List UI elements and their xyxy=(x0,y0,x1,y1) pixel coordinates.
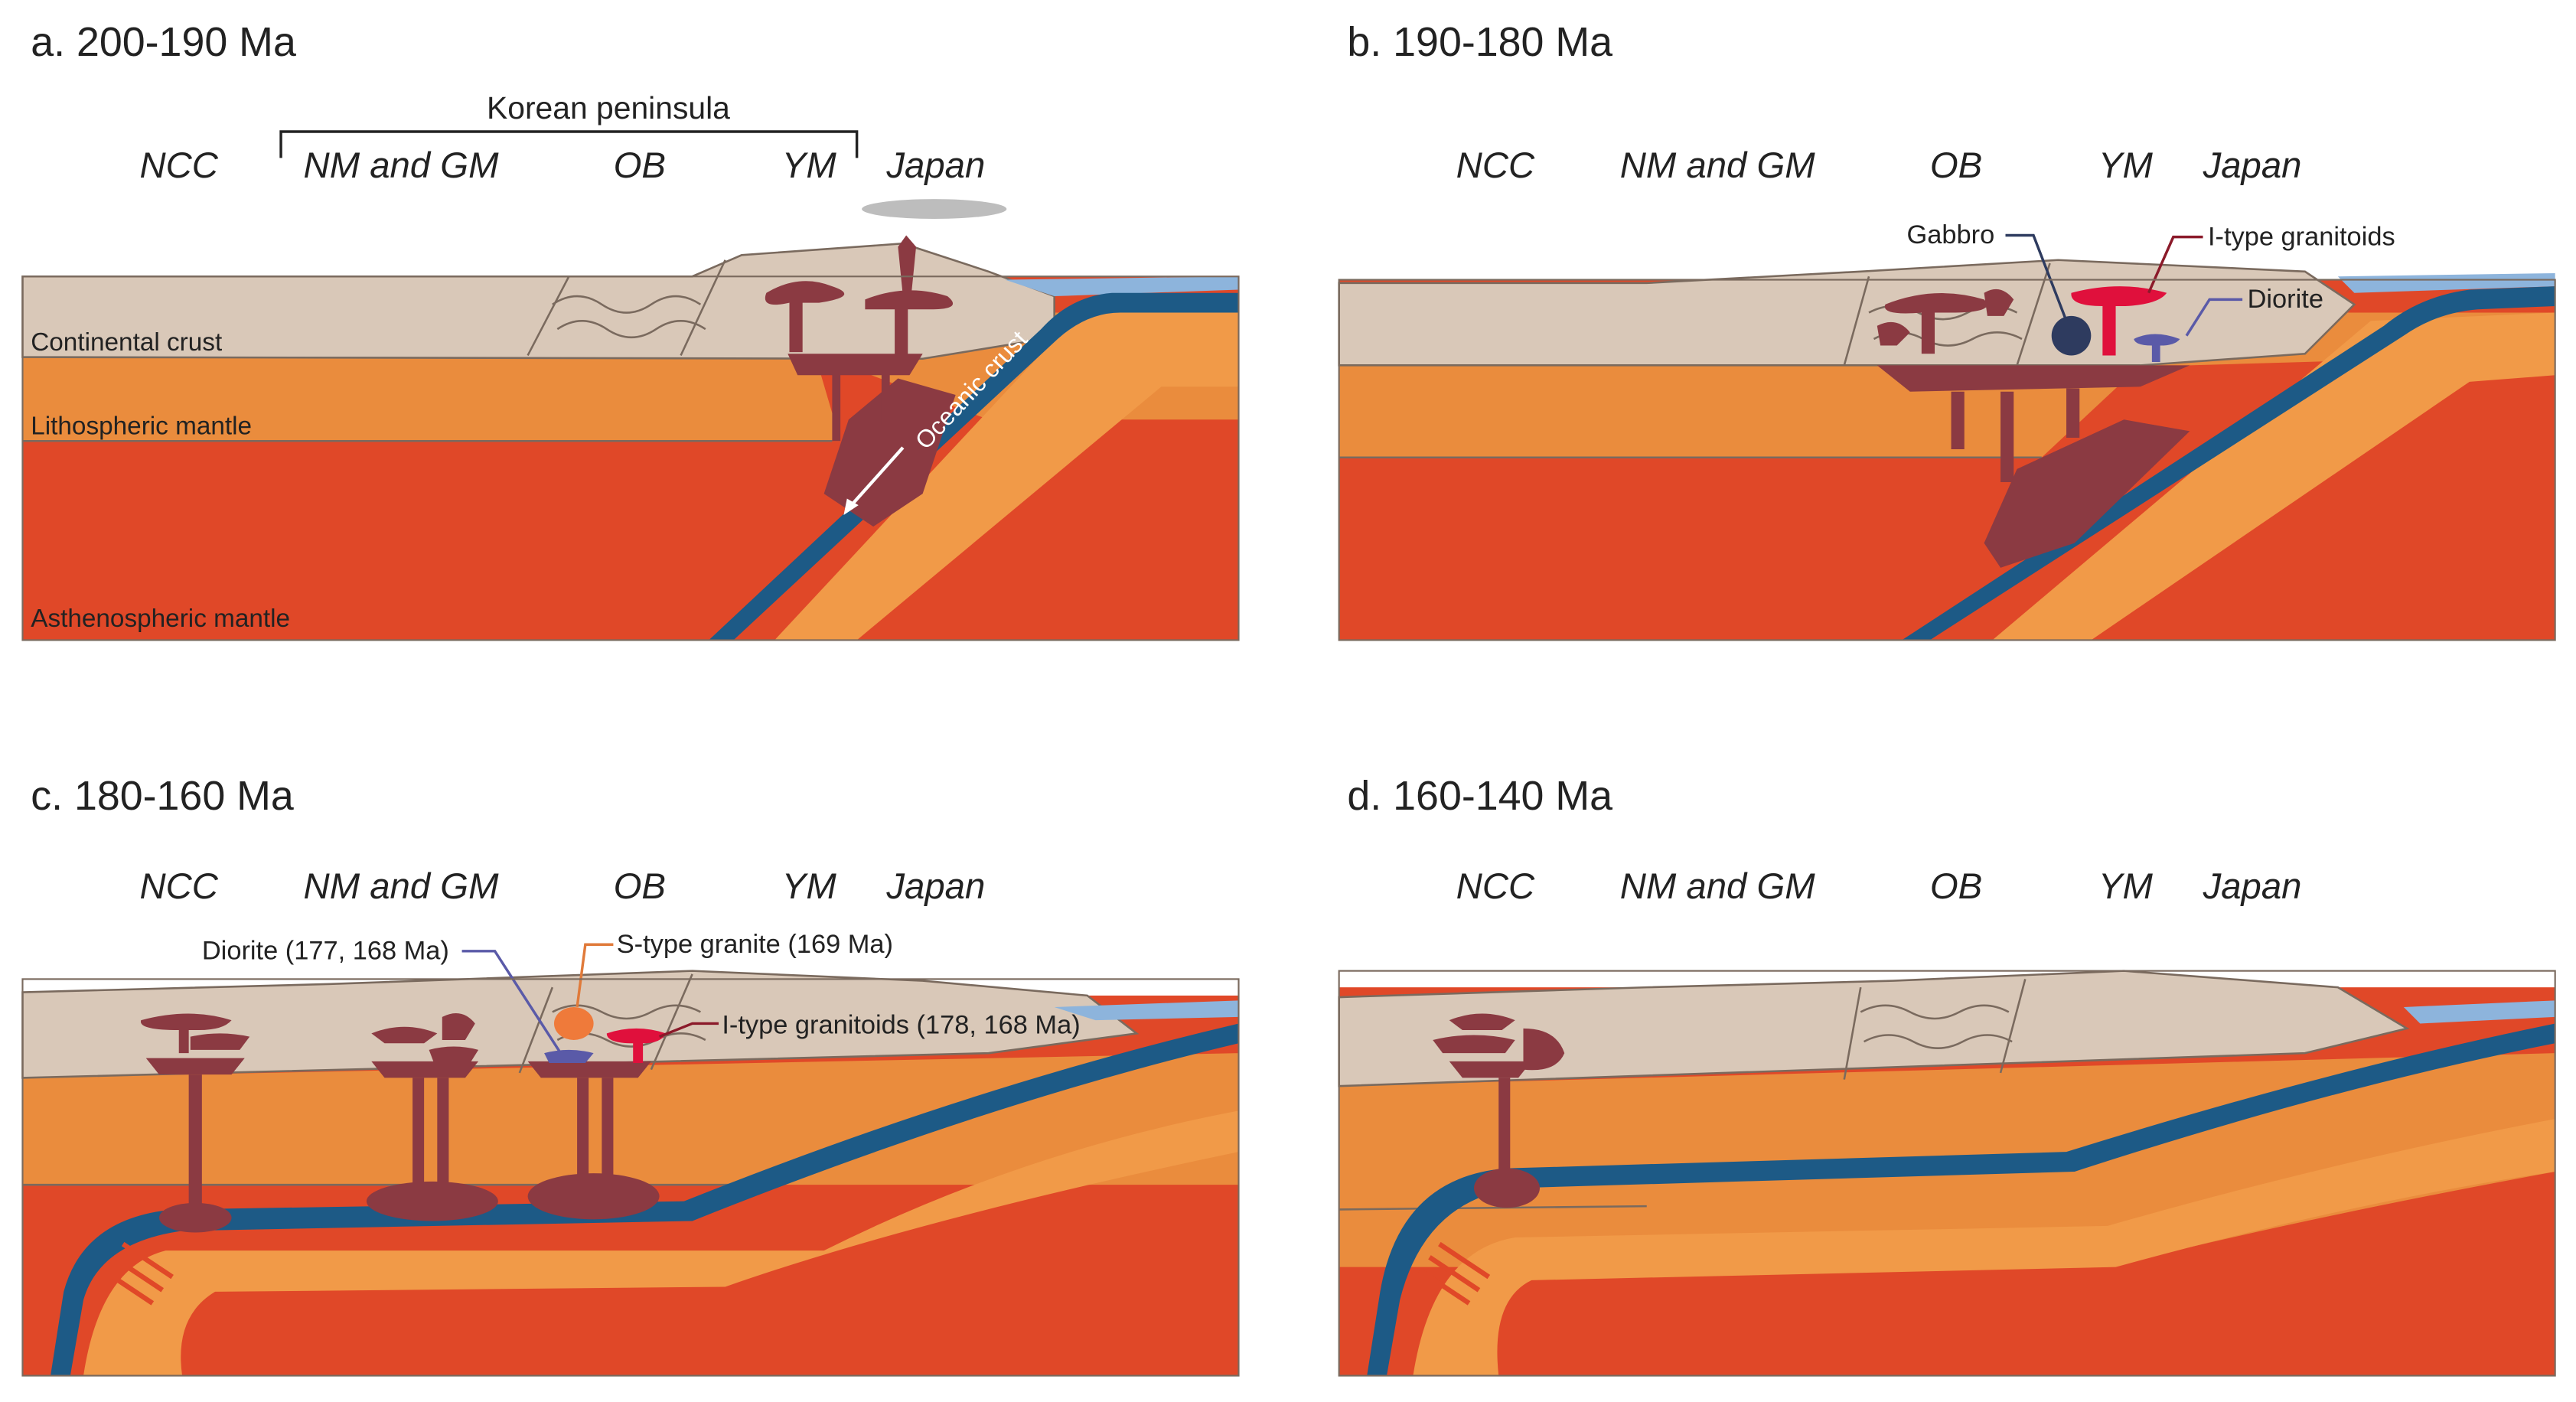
region-label-ncc: NCC xyxy=(139,145,218,186)
panel-c-frame xyxy=(21,978,1240,1377)
region-label-ym: YM xyxy=(782,145,837,186)
lithospheric-mantle xyxy=(22,1053,1239,1185)
region-label-ob: OB xyxy=(1930,145,1982,186)
region-label-japan: Japan xyxy=(2203,145,2302,186)
diorite-leader xyxy=(2185,298,2243,337)
terrane-boundaries xyxy=(1843,979,2027,1080)
volcano-conduit xyxy=(898,235,917,297)
region-label-ncc: NCC xyxy=(1456,866,1535,907)
plutons-nm-gm xyxy=(371,1013,479,1078)
magma-chamber xyxy=(823,378,956,527)
i-type-leader xyxy=(658,1022,719,1038)
diorite-body xyxy=(2134,334,2180,363)
slab-tear xyxy=(102,1241,174,1306)
asthenospheric-mantle-label: Asthenospheric mantle xyxy=(31,605,290,633)
diorite-label: Diorite (177, 168 Ma) xyxy=(202,937,449,966)
region-label-japan: Japan xyxy=(2203,866,2302,907)
region-label-ncc: NCC xyxy=(1456,145,1535,186)
s-type-leader xyxy=(576,943,614,1008)
magma-sill xyxy=(1877,365,2190,392)
litho-astheno-boundary xyxy=(1339,1205,1647,1211)
region-label-ym: YM xyxy=(2098,866,2154,907)
oceanic-crust-slab xyxy=(709,292,1239,641)
continental-crust xyxy=(1338,970,2410,1087)
region-label-ob: OB xyxy=(614,866,666,907)
sea xyxy=(1005,276,1239,297)
panel-a: a. 200-190 Ma Korean peninsula NCC NM an… xyxy=(21,19,1240,641)
subduction-arrow xyxy=(846,446,905,512)
diorite-label: Diorite xyxy=(2248,285,2323,314)
region-label-nm-gm: NM and GM xyxy=(1620,145,1816,186)
plutons-ncc xyxy=(1433,1013,1565,1078)
panel-c: c. 180-160 Ma NCC NM and GM OB YM Japan xyxy=(21,773,1240,1377)
region-label-ob: OB xyxy=(614,145,666,186)
panel-c-title: c. 180-160 Ma xyxy=(31,773,294,819)
i-type-label: I-type granitoids xyxy=(2208,222,2395,251)
region-label-nm-gm: NM and GM xyxy=(1620,866,1816,907)
i-type-leader xyxy=(2147,235,2203,294)
slab-mantle xyxy=(1992,312,2555,641)
sea xyxy=(2337,272,2555,293)
region-label-nm-gm: NM and GM xyxy=(304,866,500,907)
gabbro-body xyxy=(2051,315,2092,356)
melt-pool-ob xyxy=(527,1173,660,1220)
panel-b: b. 190-180 Ma NCC NM and GM OB YM Japan … xyxy=(1338,19,2556,641)
region-label-ncc: NCC xyxy=(139,866,218,907)
ob-fold-pattern xyxy=(552,295,706,338)
slab-mantle xyxy=(774,304,1239,641)
s-type-label: S-type granite (169 Ma) xyxy=(617,930,893,959)
gabbro-label: Gabbro xyxy=(1906,220,1994,249)
continental-crust-label: Continental crust xyxy=(31,328,223,357)
lithospheric-mantle-label: Lithospheric mantle xyxy=(31,412,252,441)
korean-peninsula-bracket xyxy=(279,130,859,158)
oceanic-crust-slab xyxy=(1902,286,2555,641)
melt-pool-nm-gm xyxy=(366,1181,498,1221)
i-type-granitoid-body xyxy=(606,1028,667,1064)
region-label-ym: YM xyxy=(782,866,837,907)
diorite-leader xyxy=(461,950,562,1055)
plutons xyxy=(1877,289,2014,354)
region-label-japan: Japan xyxy=(885,145,985,186)
conduit-ncc xyxy=(1498,1078,1511,1177)
volcanic-plume xyxy=(862,199,1007,219)
panel-d-frame xyxy=(1338,970,2556,1377)
region-label-ob: OB xyxy=(1930,866,1982,907)
oceanic-crust-slab xyxy=(1367,1023,2555,1376)
diorite-body xyxy=(544,1049,594,1064)
continental-crust xyxy=(1338,259,2356,367)
melt-pool-ncc xyxy=(158,1202,232,1233)
i-type-granitoid-body xyxy=(2071,286,2167,356)
ob-fold-pattern xyxy=(1860,1004,2013,1049)
panel-d-title: d. 160-140 Ma xyxy=(1347,773,1612,819)
melt-pool-ncc xyxy=(1473,1168,1540,1208)
korean-peninsula-label: Korean peninsula xyxy=(487,90,730,126)
magma-conduits xyxy=(1951,388,2080,483)
panel-b-frame xyxy=(1338,279,2556,641)
conduits-ob xyxy=(577,1078,614,1193)
magma-chamber xyxy=(1984,419,2190,568)
sea xyxy=(2403,1000,2555,1024)
region-label-japan: Japan xyxy=(885,866,985,907)
s-type-granite-body xyxy=(553,1006,594,1040)
panel-b-title: b. 190-180 Ma xyxy=(1347,19,1612,65)
terrane-boundaries xyxy=(518,973,693,1074)
plutons-ncc xyxy=(140,1013,250,1075)
subduction-arrowhead xyxy=(843,498,859,516)
magma-conduits xyxy=(787,354,923,442)
conduit-ncc xyxy=(188,1074,202,1207)
i-type-label: I-type granitoids (178, 168 Ma) xyxy=(722,1010,1080,1039)
sill-ob xyxy=(527,1061,651,1078)
panel-a-title: a. 200-190 Ma xyxy=(31,19,296,65)
lithospheric-mantle-left xyxy=(22,357,841,442)
region-label-nm-gm: NM and GM xyxy=(304,145,500,186)
gabbro-leader xyxy=(2005,233,2068,321)
oceanic-crust-slab xyxy=(51,1023,1239,1376)
slab-tear xyxy=(1418,1241,1491,1306)
plutons xyxy=(765,281,954,359)
panel-d: d. 160-140 Ma NCC NM and GM OB YM Japan xyxy=(1338,773,2556,1377)
conduits-nm-gm xyxy=(412,1078,449,1201)
region-label-ym: YM xyxy=(2098,145,2154,186)
panel-a-frame xyxy=(21,276,1240,641)
